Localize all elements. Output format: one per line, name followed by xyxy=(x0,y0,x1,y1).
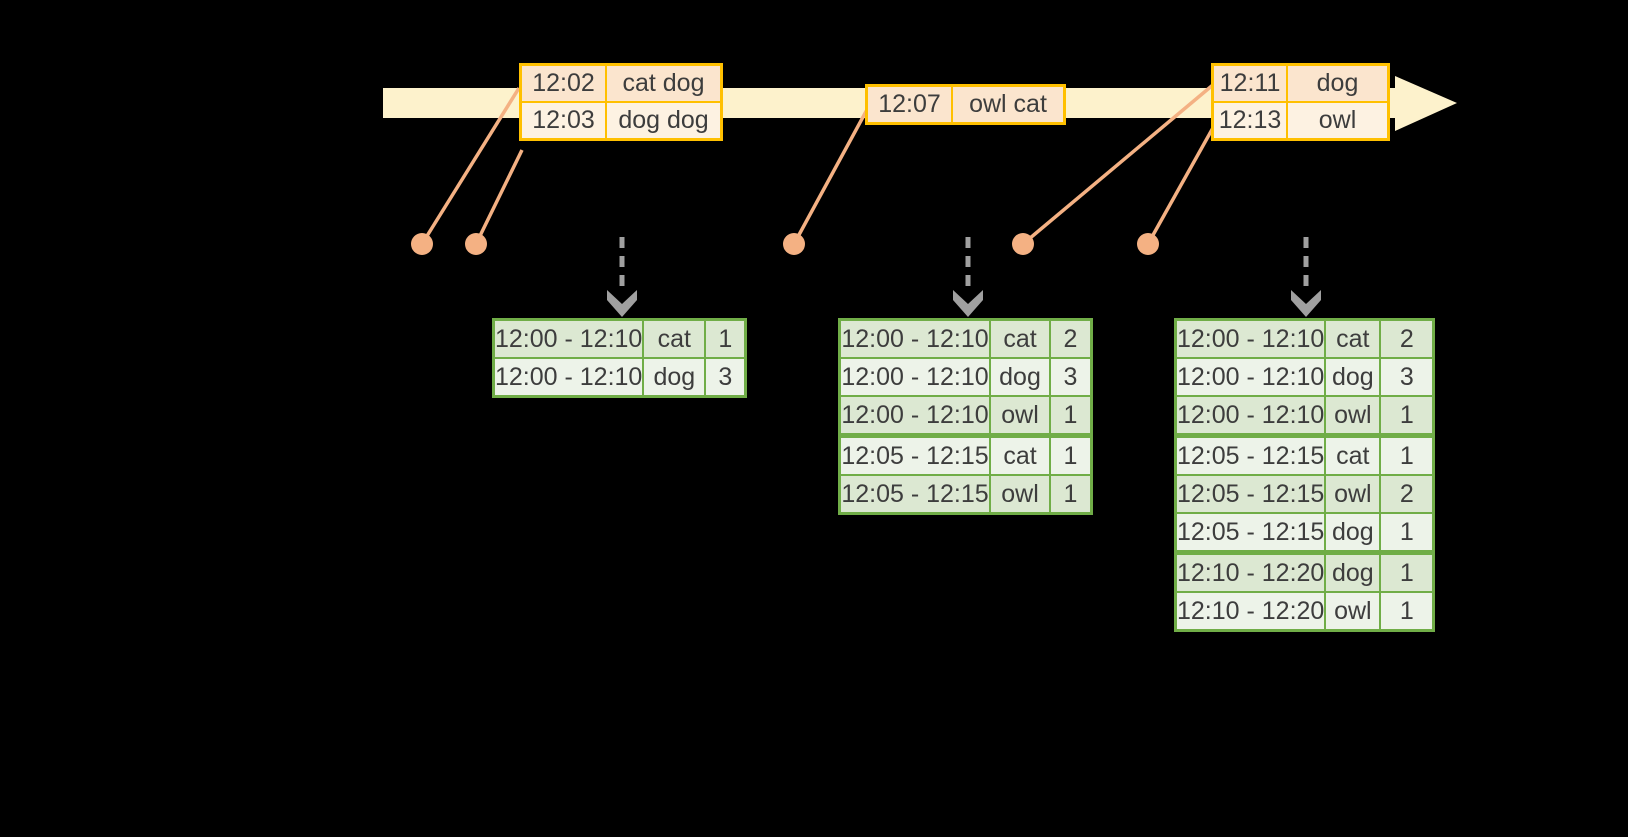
event-connector-line xyxy=(420,87,521,245)
window-cell: 12:10 - 12:20 xyxy=(1176,592,1326,630)
event-connector-line xyxy=(792,105,871,245)
count-cell: 1 xyxy=(1050,396,1091,434)
words-cell: dog xyxy=(1287,65,1388,102)
window-cell: 12:00 - 12:10 xyxy=(840,358,990,396)
word-cell: owl xyxy=(1325,592,1381,630)
window-cell: 12:05 - 12:15 xyxy=(840,475,990,513)
window-cell: 12:00 - 12:10 xyxy=(840,320,990,358)
count-cell: 3 xyxy=(1050,358,1091,396)
event-dot xyxy=(411,233,433,255)
word-cell: dog xyxy=(990,358,1050,396)
window-cell: 12:00 - 12:10 xyxy=(1176,320,1326,358)
word-cell: cat xyxy=(990,434,1050,475)
word-cell: owl xyxy=(990,396,1050,434)
word-cell: owl xyxy=(990,475,1050,513)
words-cell: owl cat xyxy=(952,86,1064,123)
trigger-arrow-icon xyxy=(1291,237,1321,317)
window-cell: 12:00 - 12:10 xyxy=(1176,358,1326,396)
count-cell: 3 xyxy=(705,358,746,396)
count-cell: 1 xyxy=(1380,592,1434,630)
word-cell: cat xyxy=(1325,320,1381,358)
count-cell: 2 xyxy=(1380,475,1434,513)
word-cell: dog xyxy=(1325,513,1381,551)
event-connector-line xyxy=(474,149,524,245)
word-cell: owl xyxy=(1325,396,1381,434)
word-cell: cat xyxy=(643,320,706,358)
time-cell: 12:13 xyxy=(1213,102,1287,139)
window-cell: 12:05 - 12:15 xyxy=(1176,513,1326,551)
window-cell: 12:05 - 12:15 xyxy=(1176,475,1326,513)
count-cell: 1 xyxy=(1380,434,1434,475)
word-cell: owl xyxy=(1325,475,1381,513)
count-cell: 3 xyxy=(1380,358,1434,396)
window-cell: 12:05 - 12:15 xyxy=(1176,434,1326,475)
window-cell: 12:00 - 12:10 xyxy=(494,358,644,396)
count-cell: 1 xyxy=(705,320,746,358)
word-cell: dog xyxy=(1325,551,1381,592)
timeline-arrowhead-icon xyxy=(1395,76,1457,131)
count-cell: 2 xyxy=(1380,320,1434,358)
event-connector-line xyxy=(1021,82,1216,246)
count-cell: 1 xyxy=(1380,396,1434,434)
words-cell: cat dog xyxy=(606,65,721,102)
trigger-arrow-icon xyxy=(607,237,637,317)
count-cell: 1 xyxy=(1380,513,1434,551)
window-cell: 12:00 - 12:10 xyxy=(494,320,644,358)
window-cell: 12:10 - 12:20 xyxy=(1176,551,1326,592)
words-cell: dog dog xyxy=(606,102,721,139)
word-cell: dog xyxy=(643,358,706,396)
time-cell: 12:07 xyxy=(867,86,952,123)
event-dot xyxy=(1137,233,1159,255)
event-dot xyxy=(1012,233,1034,255)
word-cell: dog xyxy=(1325,358,1381,396)
window-cell: 12:00 - 12:10 xyxy=(840,396,990,434)
event-dot xyxy=(783,233,805,255)
time-cell: 12:11 xyxy=(1213,65,1287,102)
count-cell: 1 xyxy=(1050,434,1091,475)
word-cell: cat xyxy=(990,320,1050,358)
event-dot xyxy=(465,233,487,255)
count-cell: 1 xyxy=(1380,551,1434,592)
count-cell: 1 xyxy=(1050,475,1091,513)
word-cell: cat xyxy=(1325,434,1381,475)
window-cell: 12:05 - 12:15 xyxy=(840,434,990,475)
trigger-arrow-icon xyxy=(953,237,983,317)
event-dots xyxy=(411,233,1159,255)
count-cell: 2 xyxy=(1050,320,1091,358)
trigger-arrows xyxy=(607,237,1321,317)
event-connector-lines xyxy=(420,82,1216,246)
words-cell: owl xyxy=(1287,102,1388,139)
event-connector-line xyxy=(1146,125,1216,245)
time-cell: 12:03 xyxy=(521,102,606,139)
time-cell: 12:02 xyxy=(521,65,606,102)
window-cell: 12:00 - 12:10 xyxy=(1176,396,1326,434)
